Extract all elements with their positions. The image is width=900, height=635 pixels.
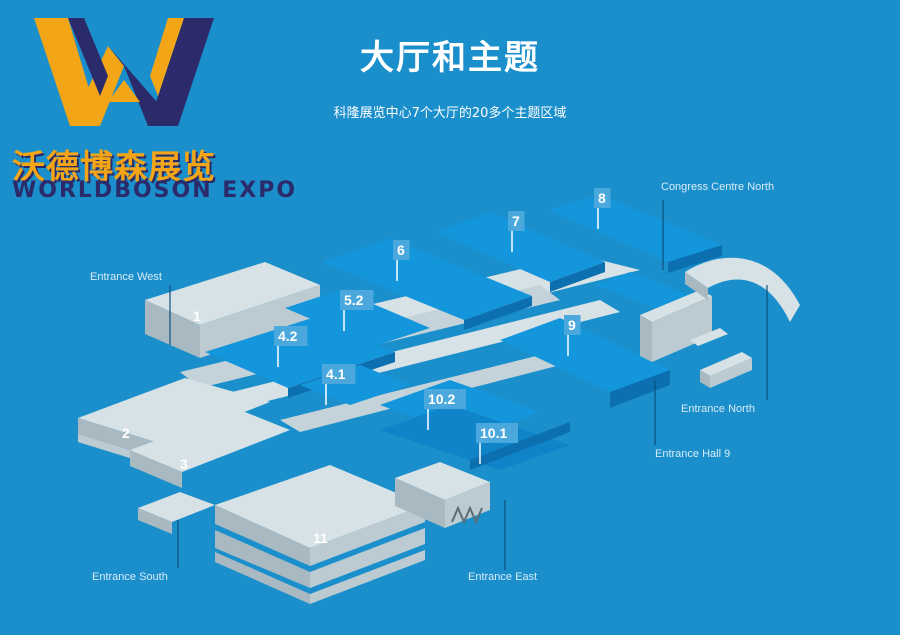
hall-label-bg: [322, 364, 356, 384]
entrance-hall9-label: Entrance Hall 9: [655, 448, 730, 460]
hall-labels: 1 2 3 4.1 4.2 5.2 6 7 8 9 10.1 10.2 11: [122, 188, 611, 546]
east-building: [395, 462, 490, 528]
hall-9[interactable]: [500, 272, 690, 408]
logo-chinese-text: 沃德博森展览: [12, 147, 216, 186]
north-building: [640, 290, 752, 388]
hall-number-label[interactable]: 5.2: [344, 292, 364, 308]
congress-centre-north-label: Congress Centre North: [661, 181, 774, 193]
hall-label-bg: [564, 315, 581, 335]
w-logo-icon: [34, 18, 214, 126]
hall-5-2[interactable]: [285, 290, 430, 346]
hall-number-label[interactable]: 1: [193, 308, 201, 324]
hall-label-bg: [424, 389, 466, 409]
hall-label-bg: [508, 211, 525, 231]
hall-number-label[interactable]: 9: [568, 317, 576, 333]
hall-label-bg: [274, 326, 308, 346]
hall-number-label[interactable]: 7: [512, 213, 520, 229]
page-title: 大厅和主题: [360, 38, 540, 78]
entrance-east-label: Entrance East: [468, 571, 537, 583]
hall-number-label[interactable]: 2: [122, 425, 130, 441]
hall-7[interactable]: [435, 212, 605, 292]
hall-number-label[interactable]: 8: [598, 190, 606, 206]
page-subtitle: 科隆展览中心7个大厅的20多个主题区域: [333, 106, 567, 121]
hall-number-label[interactable]: 10.2: [428, 391, 455, 407]
logo-english-text: WORLDBOSON EXPO: [12, 178, 298, 203]
hall-label-bg: [393, 240, 410, 260]
hall-number-label[interactable]: 4.2: [278, 328, 298, 344]
worldboson-logo: [8, 6, 248, 206]
entrance-lines: [169, 200, 768, 570]
entrance-north-label: Entrance North: [681, 403, 755, 415]
hall-number-label[interactable]: 4.1: [326, 366, 346, 382]
hall-number-label[interactable]: 11: [313, 530, 328, 546]
hall-label-bg: [476, 423, 518, 443]
hall-3[interactable]: [130, 410, 290, 488]
hall-11[interactable]: [215, 465, 425, 604]
congress-centre: [685, 257, 800, 322]
south-annex: [138, 492, 215, 534]
hall-number-label[interactable]: 6: [397, 242, 405, 258]
hall-label-bg: [340, 290, 374, 310]
hall-1[interactable]: [145, 262, 320, 358]
hall-number-label[interactable]: 10.1: [480, 425, 507, 441]
entrance-west-label: Entrance West: [90, 271, 162, 283]
hall-label-bg: [594, 188, 611, 208]
hall-4-1[interactable]: [300, 365, 410, 405]
hall-6[interactable]: [322, 238, 532, 330]
entrance-south-label: Entrance South: [92, 571, 168, 583]
hall-number-label[interactable]: 3: [180, 456, 188, 472]
hall-8[interactable]: [548, 195, 722, 273]
